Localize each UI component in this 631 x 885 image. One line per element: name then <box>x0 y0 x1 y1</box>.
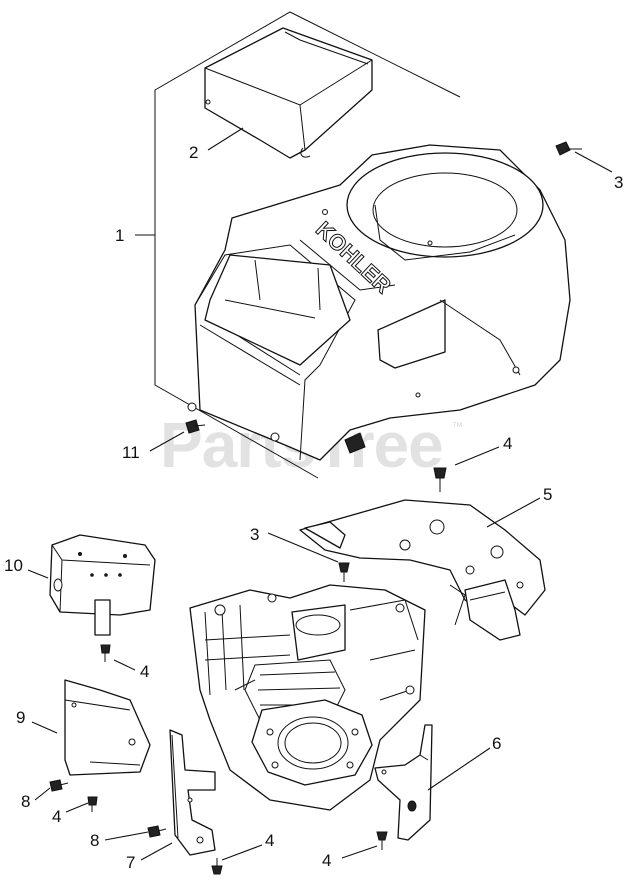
part-8-screw-center[interactable] <box>147 825 167 838</box>
part-6-bracket[interactable] <box>374 724 433 841</box>
callout-8-center[interactable]: 8 <box>90 831 99 850</box>
callout-5[interactable]: 5 <box>543 485 552 504</box>
part-3-screw-lower[interactable] <box>338 562 350 582</box>
callout-4-under-10[interactable]: 4 <box>140 662 149 681</box>
callout-3-top[interactable]: 3 <box>614 173 623 192</box>
callout-10[interactable]: 10 <box>4 556 23 575</box>
callout-7[interactable]: 7 <box>126 853 135 872</box>
part-4-screw-bottom[interactable] <box>211 858 223 875</box>
part-1-blower-housing[interactable]: KOHLER <box>187 144 571 461</box>
part-10-shield[interactable] <box>49 534 156 636</box>
part-11-nut[interactable] <box>185 419 206 434</box>
callout-11[interactable]: 11 <box>122 443 140 462</box>
callout-4-left[interactable]: 4 <box>52 807 61 826</box>
part-2-intake-cover[interactable] <box>204 27 373 159</box>
callout-labels: 1 2 3 3 4 4 4 4 4 5 6 7 8 8 9 10 11 <box>4 143 623 872</box>
part-4-screw-under-10[interactable] <box>100 644 111 662</box>
part-7-bracket[interactable] <box>169 729 216 856</box>
callout-2[interactable]: 2 <box>189 143 198 162</box>
watermark-trademark: ™ <box>452 421 463 433</box>
callout-3-lower[interactable]: 3 <box>250 525 259 544</box>
part-8-screw-left[interactable] <box>49 779 69 792</box>
part-4-screw-right[interactable] <box>376 831 388 850</box>
part-9-side-shield[interactable] <box>64 679 151 776</box>
part-4-screw-left[interactable] <box>87 796 98 812</box>
part-5-baffle-plate[interactable] <box>299 499 546 641</box>
callout-4-right[interactable]: 4 <box>322 851 331 870</box>
engine-block <box>189 584 426 811</box>
callout-4-bottom[interactable]: 4 <box>265 831 274 850</box>
assembly-bracket <box>154 11 461 479</box>
part-3-screw-top[interactable] <box>555 141 582 156</box>
callout-9[interactable]: 9 <box>16 708 25 727</box>
leader-lines <box>27 127 613 861</box>
part-4-screw-center[interactable] <box>433 467 447 492</box>
callout-1[interactable]: 1 <box>115 226 124 245</box>
callout-8-left[interactable]: 8 <box>21 792 30 811</box>
callout-6[interactable]: 6 <box>492 734 501 753</box>
callout-4-center[interactable]: 4 <box>503 434 512 453</box>
